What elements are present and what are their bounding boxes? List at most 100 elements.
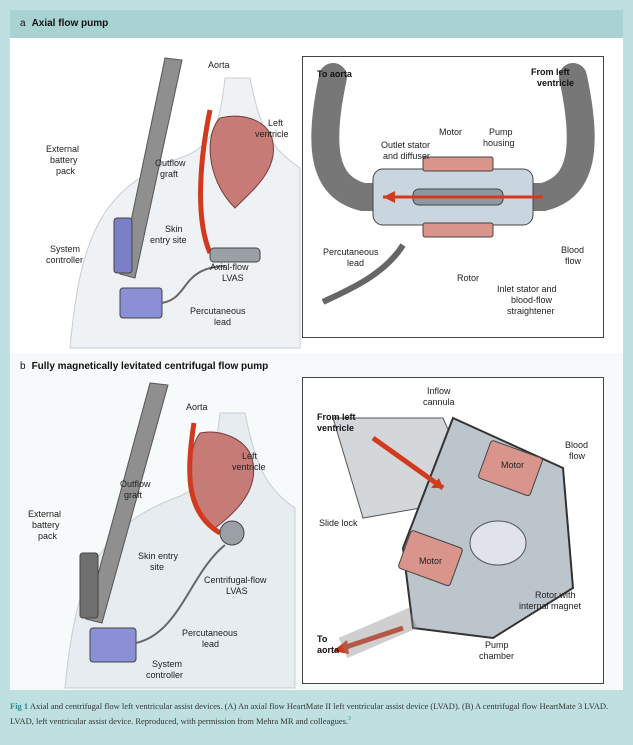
inset-centrifugal-pump: From left ventricle Inflow cannula Blood… [302,377,604,684]
inset-a-inlet-1: Inlet stator and [497,284,557,294]
label-aorta-b: Aorta [186,402,208,412]
arrowhead-b1 [431,478,443,488]
inset-b-from-lv-2: ventricle [317,423,354,433]
inset-b-slide-lock: Slide lock [319,518,358,528]
inset-b-motor-top: Motor [501,460,524,470]
torso-a [69,77,301,349]
label-lv-b-2: ventricle [232,462,266,472]
inset-b-motor-bottom: Motor [419,556,442,566]
label-centrifugal-b-1: Centrifugal-flow [204,575,267,585]
outflow-tube [311,63,437,211]
label-outflow-b-1: Outflow [120,479,151,489]
panel-a-illustration: Aorta Left ventricle External battery pa… [46,57,301,349]
outflow-arrow [342,625,404,651]
inset-a-outlet-2: and diffuser [383,151,430,161]
label-lv-b-1: Left [242,451,258,461]
motor-top-b [478,440,543,497]
inset-a-blood-1: Blood [561,245,584,255]
heart-a [209,115,274,209]
rotor-b [469,520,527,566]
motor-bottom-b [398,530,463,587]
label-controller-a-2: controller [46,255,83,265]
caption-fig-label: Fig 1 [10,701,29,711]
inset-a-inlet-3: straightener [507,306,555,316]
inset-b-inflow-2: cannula [423,397,455,407]
axial-pump-cutaway: To aorta From left ventricle Motor Pump … [311,63,595,316]
label-outflow-a-2: graft [160,169,179,179]
panel-b-illustration: Aorta Left ventricle Outflow graft Exter… [28,382,296,689]
motor-bottom [422,222,494,238]
label-axial-a-2: LVAS [222,273,244,283]
label-lv-a-1: Left [268,118,284,128]
figure-caption: Fig 1 Axial and centrifugal flow left ve… [10,700,623,728]
label-skin-b-2: site [150,562,164,572]
inset-a-perc-2: lead [347,258,364,268]
inset-a-blood-2: flow [565,256,582,266]
lead-cable [321,243,406,305]
label-battery-b-1: External [28,509,61,519]
label-axial-a-1: Axial-flow [210,262,249,272]
inset-a-outlet-1: Outlet stator [381,140,430,150]
inset-b-blood-2: flow [569,451,586,461]
label-battery-b-3: pack [38,531,58,541]
inset-a-rotor: Rotor [457,273,479,283]
inset-b-rotor-2: internal magnet [519,601,582,611]
inflow-tube [489,63,595,211]
inset-b-rotor-1: Rotor with [535,590,576,600]
inset-a-motor: Motor [439,127,462,137]
inset-a-housing-1: Pump [489,127,513,137]
caption-text: Axial and centrifugal flow left ventricu… [10,701,609,726]
label-controller-a-1: System [50,244,80,254]
inset-b-chamber-2: chamber [479,651,514,661]
inset-axial-pump: To aorta From left ventricle Motor Pump … [302,56,604,338]
label-perc-a-2: lead [214,317,231,327]
outflow-graft-b [187,422,222,536]
system-controller-b [89,627,137,663]
inset-a-from-lv-1: From left [531,67,570,77]
inset-b-blood-1: Blood [565,440,588,450]
label-outflow-a-1: Outflow [155,158,186,168]
label-battery-a-1: External [46,144,79,154]
label-lv-a-2: ventricle [255,129,289,139]
inset-a-perc-1: Percutaneous [323,247,379,257]
centrifugal-pump-cutaway: From left ventricle Inflow cannula Blood… [317,386,588,661]
inset-a-to-aorta: To aorta [317,69,353,79]
inflow-arrow [371,435,445,491]
motor-top [422,156,494,172]
inset-b-to-aorta-2: aorta [317,645,340,655]
inset-b-inflow-1: Inflow [427,386,451,396]
inset-a-inlet-2: blood-flow [511,295,553,305]
label-outflow-b-2: graft [124,490,143,500]
caption-ref: 3 [348,716,352,722]
outflow-graft-corrugated [338,607,418,659]
label-skin-b-1: Skin entry [138,551,179,561]
battery-strap-b [85,382,169,624]
outflow-graft-a [198,109,213,254]
battery-strap-a [119,57,183,279]
label-skin-a-1: Skin [165,224,183,234]
label-perc-b-2: lead [202,639,219,649]
arrowhead-a [383,191,395,203]
label-perc-b-1: Percutaneous [182,628,238,638]
inset-b-to-aorta-1: To [317,634,328,644]
label-battery-a-2: battery [50,155,78,165]
label-centrifugal-b-2: LVAS [226,586,248,596]
arrowhead-b2 [333,640,349,654]
inset-a-housing-2: housing [483,138,515,148]
label-controller-b-2: controller [146,670,183,680]
system-controller-a [119,287,163,319]
battery-pack-b [79,552,99,619]
label-battery-a-3: pack [56,166,76,176]
centrifugal-pump-b [219,520,245,546]
label-skin-a-2: entry site [150,235,187,245]
inset-a-from-lv-2: ventricle [537,78,574,88]
perc-lead-b [135,544,226,644]
battery-pack-a [113,217,133,274]
label-controller-b-1: System [152,659,182,669]
label-perc-a-1: Percutaneous [190,306,246,316]
